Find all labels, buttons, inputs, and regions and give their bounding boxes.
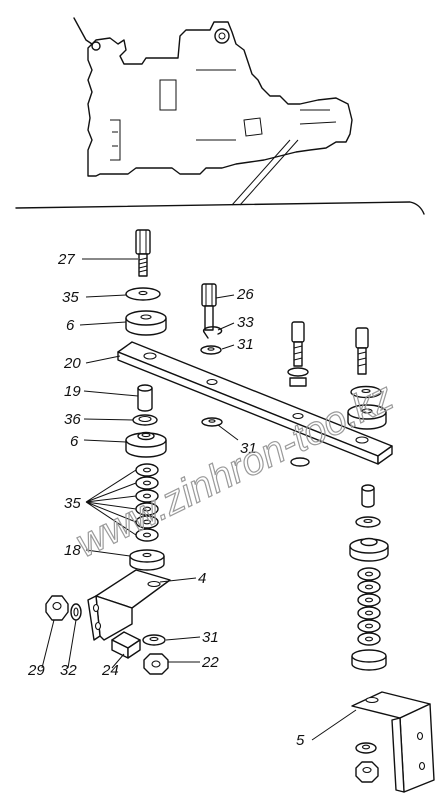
- label-32: 32: [60, 662, 77, 679]
- bolt-24: [111, 631, 141, 659]
- nut-bracket-5: [355, 761, 379, 783]
- bolt-right-1: [287, 321, 309, 387]
- bracket-4: [87, 569, 171, 641]
- label-5: 5: [296, 732, 305, 749]
- label-20: 20: [63, 355, 81, 372]
- label-6-top: 6: [66, 317, 75, 334]
- label-27: 27: [57, 251, 75, 268]
- label-24: 24: [101, 662, 119, 679]
- label-22: 22: [201, 654, 219, 671]
- bolt-right-2: [355, 327, 369, 375]
- label-31-upper: 31: [237, 336, 254, 353]
- bracket-5: [351, 691, 435, 793]
- washer-bracket-5: [355, 742, 377, 754]
- label-31-lower: 31: [202, 629, 219, 646]
- leader-lines: [41, 258, 357, 741]
- washer-36: [132, 414, 158, 426]
- part-labels: 27 35 6 26 33 31 20 19 36 6 31 35 18 4 3…: [27, 251, 305, 749]
- washer-stack-35: [135, 463, 159, 542]
- engine-silhouette: [73, 17, 353, 206]
- washer-stack-right: [357, 567, 381, 646]
- washer-lower-bar: [290, 457, 310, 467]
- cushion-right-mid: [349, 537, 389, 562]
- bolt-27: [135, 229, 151, 277]
- label-26: 26: [236, 286, 254, 303]
- cushion-18: [129, 549, 165, 571]
- cushion-right-bottom: [351, 649, 387, 671]
- label-4: 4: [198, 570, 206, 587]
- nut-29: [45, 595, 69, 621]
- frame-line: [15, 201, 425, 215]
- label-18: 18: [64, 542, 81, 559]
- cushion-right-top: [347, 404, 387, 430]
- washer-31-upper: [200, 345, 222, 355]
- label-35-stack: 35: [64, 495, 81, 512]
- label-35-top: 35: [62, 289, 79, 306]
- label-31-middle: 31: [240, 440, 257, 457]
- label-6-mid: 6: [70, 433, 79, 450]
- washer-31-middle: [201, 417, 223, 427]
- label-36: 36: [64, 411, 81, 428]
- label-19: 19: [64, 383, 81, 400]
- label-33: 33: [237, 314, 254, 331]
- bolt-26: [201, 283, 217, 331]
- washer-right-mid: [355, 516, 381, 528]
- sleeve-right: [361, 484, 375, 508]
- sleeve-19: [137, 384, 153, 412]
- washer-35-top: [125, 287, 161, 301]
- support-bar-20: [117, 341, 393, 465]
- label-29: 29: [27, 662, 45, 679]
- spring-washer-33: [202, 326, 223, 339]
- cushion-6-mid: [125, 431, 167, 458]
- washer-31-lower: [142, 634, 166, 646]
- cushion-6-top: [125, 310, 167, 336]
- washer-32: [70, 603, 82, 621]
- nut-22: [143, 653, 169, 675]
- washer-right-top: [350, 385, 382, 399]
